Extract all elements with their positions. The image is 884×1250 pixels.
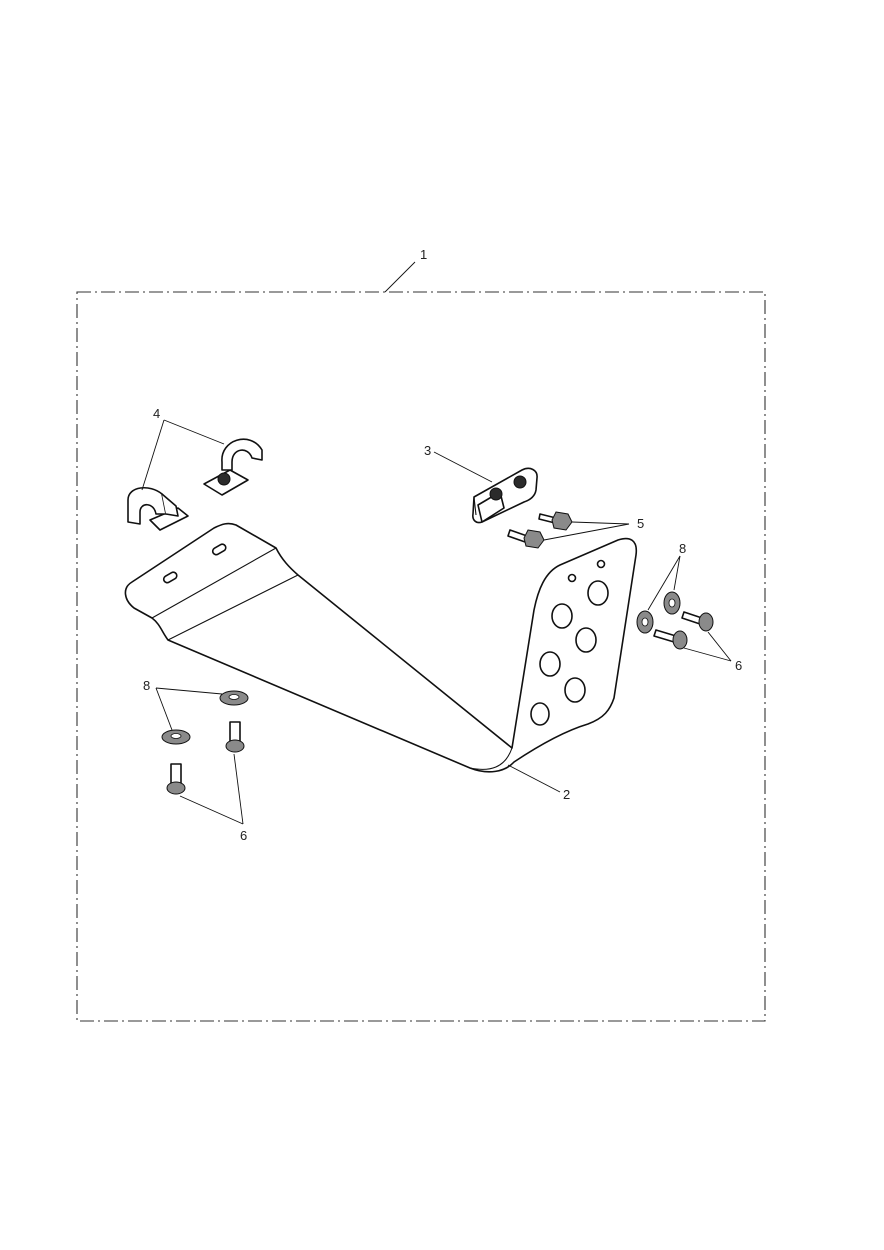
leader-5a (571, 521, 630, 525)
leader-3 (433, 451, 493, 483)
washer-right-lower (636, 610, 654, 634)
leader-6-right-b (683, 647, 732, 662)
leader-8-left-a (155, 687, 223, 695)
callout-2: 2 (563, 787, 570, 802)
washer-left-upper (219, 690, 249, 706)
callout-1: 1 (420, 247, 427, 262)
callout-6-right: 6 (735, 658, 742, 673)
clamp-upper (203, 438, 263, 496)
leader-8-right-a (673, 555, 681, 591)
flange-bolt-lower (507, 529, 545, 549)
leader-1 (384, 261, 416, 293)
bolt-left-upper (225, 721, 245, 753)
callout-5: 5 (637, 516, 644, 531)
callout-8-right: 8 (679, 541, 686, 556)
washer-right-upper (663, 591, 681, 615)
callout-4: 4 (153, 406, 160, 421)
leader-6-left-a (233, 753, 244, 825)
callout-6-left: 6 (240, 828, 247, 843)
bolt-left-lower (166, 763, 186, 795)
leader-8-left-b (155, 687, 173, 731)
washer-left-lower (161, 729, 191, 745)
sump-guard (124, 522, 638, 773)
bolt-right-lower (653, 629, 688, 650)
leader-8-right-b (647, 555, 681, 611)
flange-bolt-upper (538, 511, 573, 531)
leader-2 (507, 764, 561, 793)
kit-boundary (76, 291, 766, 1022)
bolt-right-upper (681, 611, 714, 632)
leader-5b (543, 523, 630, 541)
mounting-bracket (472, 467, 538, 524)
leader-4a (163, 419, 225, 445)
callout-3: 3 (424, 443, 431, 458)
leader-6-right-a (707, 631, 732, 662)
callout-8-left: 8 (143, 678, 150, 693)
leader-6-left-b (179, 795, 244, 825)
clamp-lower (127, 487, 189, 531)
leader-4b (141, 419, 165, 491)
